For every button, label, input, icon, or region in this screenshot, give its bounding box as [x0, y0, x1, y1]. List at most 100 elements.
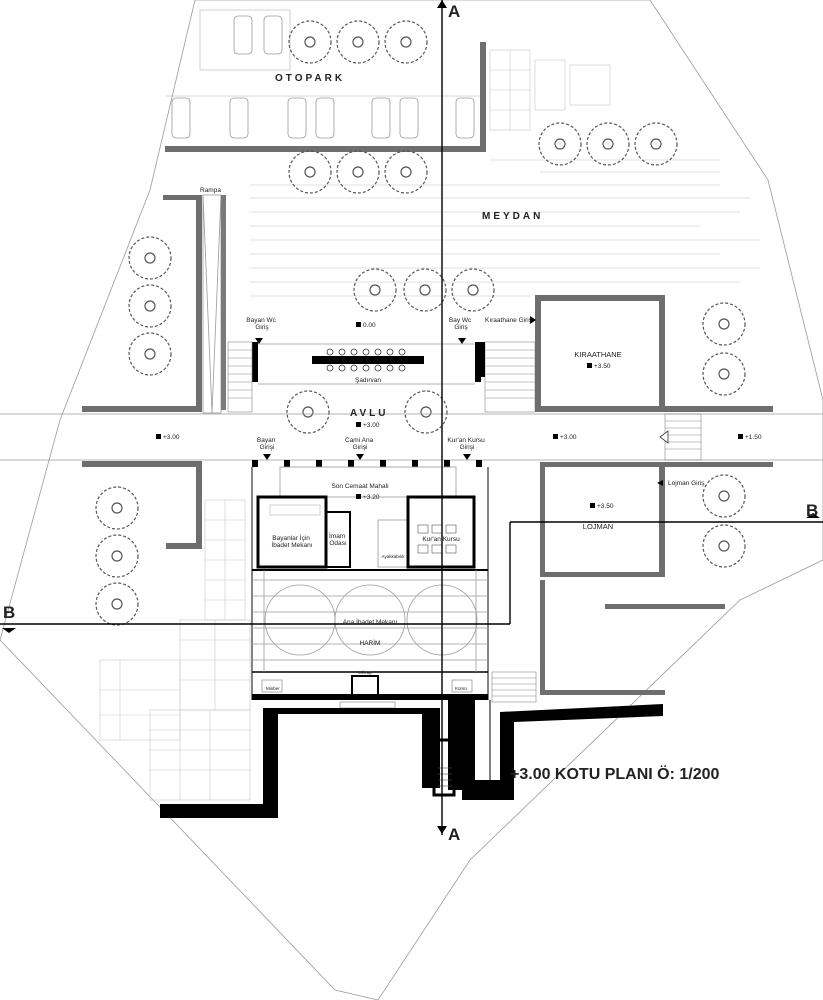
section-b-right-arrow-icon	[806, 513, 820, 518]
left-lower-wall-b	[166, 543, 202, 549]
label-line: Girişi	[353, 444, 368, 451]
left-upper-wall-top	[163, 195, 202, 200]
section-b-left-arrow-icon	[2, 628, 16, 633]
kursu-arrow-icon	[463, 454, 471, 460]
right-stair-wall	[480, 342, 485, 377]
tree-icon	[288, 150, 332, 194]
kiraathane-label: KIRAATHANE	[574, 350, 621, 359]
trees	[95, 20, 746, 626]
section-a-top-arrow-icon	[437, 0, 447, 8]
mosque-building	[251, 460, 489, 709]
section-a-bottom-arrow-icon	[437, 826, 447, 834]
harim-label: HARİM	[360, 638, 381, 647]
label-line: Odası	[329, 540, 347, 547]
mihrap-label: Mihrap	[358, 670, 372, 675]
label-line: Girişi	[460, 444, 475, 451]
lojman-label: LOJMAN	[583, 522, 613, 531]
tree-icon	[403, 268, 447, 312]
kursu-label: Kürsü	[455, 686, 467, 691]
tree-icon	[702, 474, 746, 518]
tree-icon	[128, 236, 172, 280]
retaining-walls	[160, 700, 663, 818]
ayakkabilik-label: Ayakkabılık	[382, 554, 406, 559]
avlu-wall-left	[252, 342, 258, 382]
plan-title: +3.00 KOTU PLANI Ö: 1/200	[510, 764, 720, 783]
label-line: Giriş	[454, 324, 468, 331]
tree-icon	[128, 284, 172, 328]
tree-icon	[702, 302, 746, 346]
section-a-top-label: A	[448, 2, 460, 21]
sadirvan-fountain	[312, 348, 424, 372]
bayan-giris-label: Bayan Girişi	[257, 437, 277, 451]
ramp	[202, 194, 226, 414]
kuran-kursu-label: Kur'an Kursu	[422, 536, 460, 543]
section-b-left-label: B	[3, 603, 15, 622]
lojman-giris-label: Lojman Giriş	[668, 480, 705, 487]
level-avlu: +3.00	[363, 422, 380, 429]
paving-pattern	[489, 49, 611, 131]
sadirvan-label: Şadırvan	[355, 377, 381, 384]
meydan-paving	[250, 159, 760, 297]
tree-icon	[95, 486, 139, 530]
bayan-wc-label: Bayan Wc Giriş	[246, 317, 277, 331]
left-lower-wall	[82, 461, 202, 467]
paving-grid-left	[99, 499, 251, 801]
tree-icon	[286, 390, 330, 434]
level-meydan: 0.00	[363, 322, 376, 329]
level-kiraathane: +3.50	[594, 363, 611, 370]
otopark-label: OTOPARK	[275, 73, 345, 84]
rampa-label: Rampa	[200, 187, 221, 194]
level-right-mid: +3.00	[560, 434, 577, 441]
tree-icon	[95, 582, 139, 626]
bayan-wc-arrow-icon	[255, 338, 263, 344]
tree-icon	[353, 268, 397, 312]
tree-icon	[95, 534, 139, 578]
label-line: İbadet Mekanı	[271, 540, 312, 549]
tree-icon	[384, 150, 428, 194]
tree-icon	[336, 150, 380, 194]
level-right: +1.50	[745, 434, 762, 441]
right-stairs	[484, 341, 536, 413]
label-line: Girişi	[260, 444, 275, 451]
lower-stairs	[491, 671, 537, 703]
meydan-label: MEYDAN	[482, 211, 543, 222]
level-son-cemaat: +3.20	[363, 494, 380, 501]
kuran-kursu-giris-label: Kur'an Kursu Girişi	[447, 437, 486, 451]
parking-area	[165, 9, 480, 139]
ana-ibadet-label: Ana İbadet Mekanı	[343, 617, 398, 626]
level-markers	[156, 322, 743, 508]
tree-icon	[404, 390, 448, 434]
imam-odasi-label: İmam Odası	[329, 531, 347, 547]
left-upper-wall-v	[196, 195, 202, 412]
bay-wc-label: Bay Wc Giriş	[449, 317, 473, 331]
section-a-bottom-label: A	[448, 825, 460, 844]
left-stairs	[227, 341, 253, 413]
tree-icon	[702, 524, 746, 568]
tree-icon	[702, 352, 746, 396]
parking-wall-right	[480, 42, 486, 152]
tree-icon	[451, 268, 495, 312]
tree-icon	[538, 122, 582, 166]
tree-icon	[288, 20, 332, 64]
level-lojman: +3.50	[597, 503, 614, 510]
section-b-right-label: B	[806, 501, 818, 520]
cami-arrow-icon	[356, 454, 364, 460]
bayan-arrow-icon	[263, 454, 271, 460]
avlu-label: AVLU	[350, 408, 388, 419]
walkway-stairs	[664, 413, 702, 461]
bayanlar-ibadet-label: Bayanlar İçin İbadet Mekanı	[271, 533, 312, 549]
kiraathane-giris-label: Kıraathane Giriş	[485, 317, 533, 324]
avlu-wall-right	[475, 342, 481, 382]
parking-wall	[165, 146, 485, 152]
kiraathane-building	[535, 295, 773, 412]
kiraathane-arrow-icon	[530, 316, 536, 324]
tree-icon	[336, 20, 380, 64]
son-cemaat-label: Son Cemaat Mahali	[331, 483, 388, 490]
cami-ana-giris-label: Cami Ana Girişi	[345, 437, 375, 451]
left-lower-wall-v	[196, 461, 202, 549]
lojman-building	[510, 462, 823, 695]
tree-icon	[384, 20, 428, 64]
level-left: +3.00	[163, 434, 180, 441]
